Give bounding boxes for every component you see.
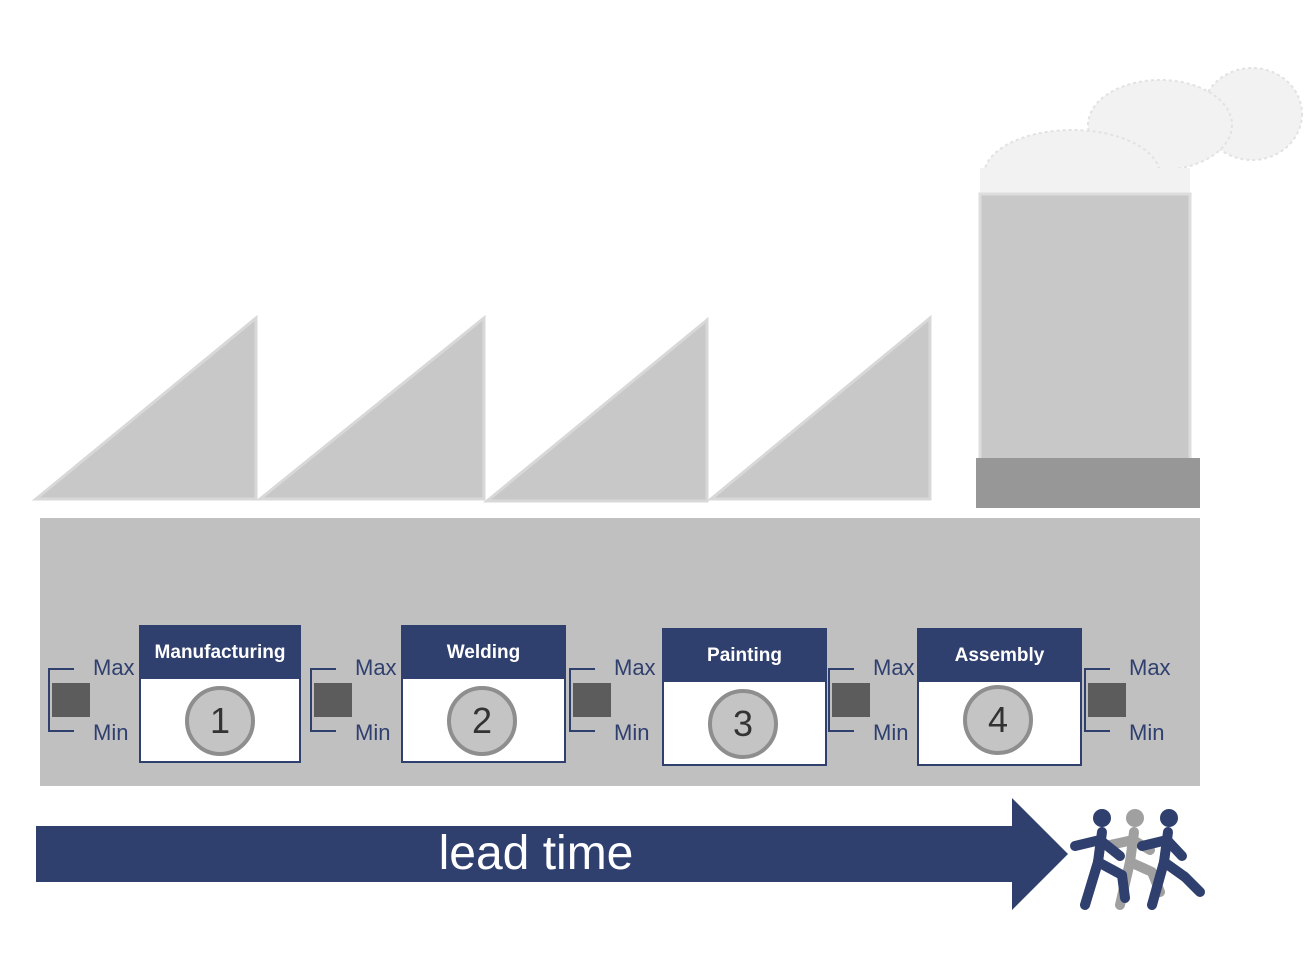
process-number: 1 [185,686,255,756]
process-name: Welding [403,627,564,679]
inventory-min-label: Min [93,720,129,745]
process-number: 3 [708,689,778,759]
running-people-icon [1070,809,1205,910]
inventory-bracket [569,668,595,732]
inventory-bracket [1084,668,1110,732]
inventory-bracket [828,668,854,732]
process-number: 4 [963,685,1033,755]
process-name: Manufacturing [141,627,299,679]
process-name: Painting [664,630,825,682]
inventory-max-label: Max [614,655,656,680]
inventory-max-label: Max [355,655,397,680]
lead-time-arrow [36,798,1068,910]
chimney [978,192,1192,462]
inventory-square [832,683,870,717]
process-box-welding: Welding 2 [401,625,566,763]
inventory-min-label: Min [1129,720,1165,745]
process-name: Assembly [919,630,1080,682]
inventory-bracket [48,668,74,732]
inventory-max-label: Max [1129,655,1171,680]
inventory-bracket [310,668,336,732]
inventory-buffer: Max Min [48,657,140,744]
inventory-min-label: Min [355,720,391,745]
inventory-square [573,683,611,717]
inventory-buffer: Max Min [1084,657,1176,744]
inventory-max-label: Max [93,655,135,680]
sawtooth-roof [31,314,932,503]
inventory-square [314,683,352,717]
chimney-base [976,458,1200,508]
process-box-assembly: Assembly 4 [917,628,1082,766]
inventory-buffer: Max Min [569,657,661,744]
process-number: 2 [447,686,517,756]
process-box-painting: Painting 3 [662,628,827,766]
inventory-square [52,683,90,717]
lead-time-label: lead time [438,827,634,880]
inventory-buffer: Max Min [310,657,402,744]
inventory-min-label: Min [614,720,650,745]
process-box-manufacturing: Manufacturing 1 [139,625,301,763]
inventory-max-label: Max [873,655,915,680]
inventory-min-label: Min [873,720,909,745]
inventory-square [1088,683,1126,717]
inventory-buffer: Max Min [828,657,920,744]
